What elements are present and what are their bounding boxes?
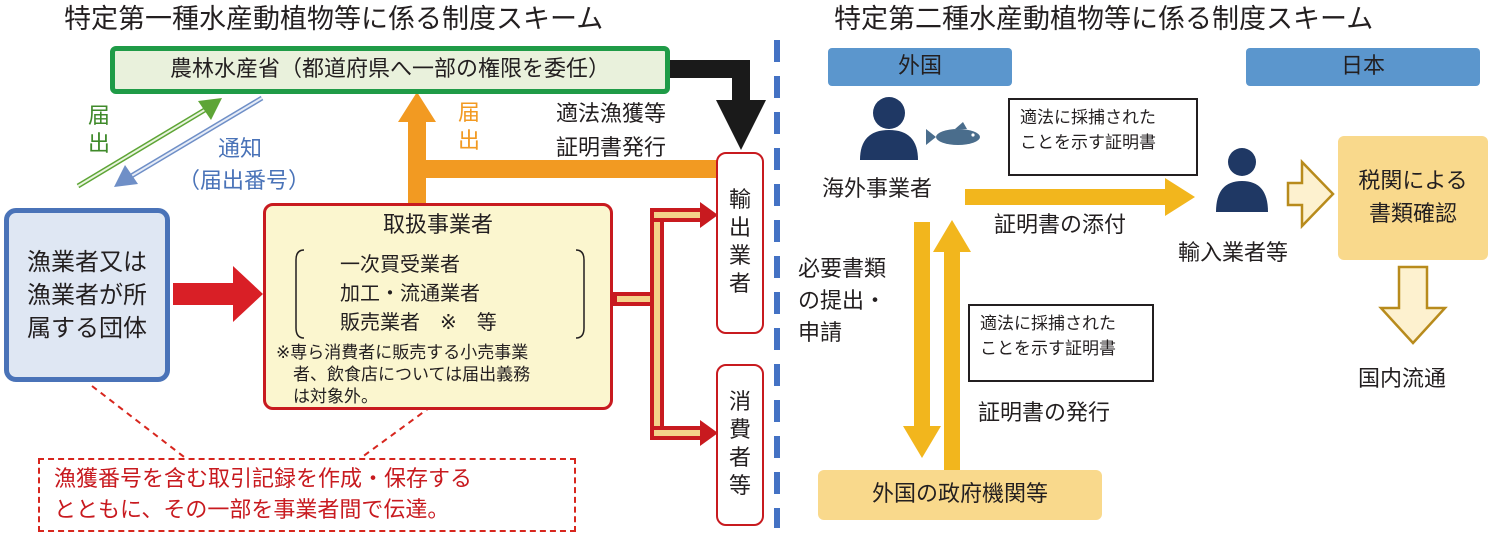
handler-item: 販売業者 ※ 等: [340, 310, 497, 334]
handler-item: 一次買受業者: [340, 252, 460, 276]
dashed-connector-right: [357, 399, 441, 461]
consumer-box: 消費 者等: [716, 364, 764, 526]
notice-sub-label: （届出番号）: [178, 169, 311, 194]
handler-title: 取扱事業者: [382, 213, 493, 238]
fisher-box: 漁業者又は 漁業者が所 属する団体: [4, 208, 170, 382]
orange-report-arrow: [398, 92, 728, 203]
foreign-header: 外国: [828, 48, 1012, 86]
legal-catch-label: 適法漁獲等 証明書発行: [556, 102, 667, 161]
japan-header: 日本: [1246, 48, 1480, 86]
ministry-box: 農林水産省（都道府県へ一部の権限を委任）: [110, 46, 670, 94]
blue-notice-arrow: [114, 95, 264, 187]
fish-icon: [926, 122, 980, 145]
exporter-box: 輸出 業者: [716, 152, 764, 334]
submit-label: 必要書類 の提出・ 申請: [798, 257, 887, 346]
handler-list: 一次買受業者 加工・流通業者 販売業者 ※ 等: [340, 250, 497, 337]
orange-report-label: 届出: [457, 101, 480, 154]
importer-label: 輸入業者等: [1178, 241, 1289, 266]
customs-box: 税関による 書類確認: [1338, 136, 1488, 260]
notice-label: 通知: [218, 137, 263, 162]
right-title: 特定第二種水産動植物等に係る制度スキーム: [834, 4, 1374, 35]
attach-label: 証明書の添付: [994, 213, 1127, 238]
foreign-gov-box: 外国の政府機関等: [818, 470, 1102, 520]
red-branch-arrows: [613, 202, 718, 446]
handler-brackets: [295, 249, 585, 339]
red-supply-arrow: [173, 266, 263, 322]
domestic-hollow-arrow: [1378, 265, 1448, 345]
issue-label: 証明書の発行: [978, 401, 1111, 426]
handler-box: 取扱事業者 一次買受業者 加工・流通業者 販売業者 ※ 等 ※専ら消費者に販売す…: [263, 203, 613, 410]
domestic-label: 国内流通: [1358, 367, 1447, 392]
certificate-callout-top: 適法に採捕された ことを示す証明書: [1008, 98, 1198, 176]
importer-person-icon: [1216, 148, 1268, 212]
overseas-operator-label: 海外事業者: [822, 177, 933, 202]
record-note-box: 漁獲番号を含む取引記録を作成・保存する とともに、その一部を事業者間で伝達。: [38, 458, 576, 532]
handler-item: 加工・流通業者: [340, 281, 480, 305]
submit-arrow-down: [903, 222, 941, 458]
ministry-label: 農林水産省（都道府県へ一部の権限を委任）: [169, 57, 610, 82]
black-arrow: [668, 60, 766, 150]
handler-note: ※専ら消費者に販売する小売事業 者、飲食店については届出義務 は対象外。: [276, 343, 531, 407]
left-title: 特定第一種水産動植物等に係る制度スキーム: [64, 4, 604, 35]
customs-hollow-arrow: [1286, 158, 1335, 230]
attach-arrow: [965, 178, 1195, 216]
dashed-connector-left: [91, 385, 189, 461]
overseas-operator-person-icon: [860, 97, 918, 160]
issue-arrow-up: [933, 220, 971, 478]
notify-up-label: 届出: [87, 104, 110, 157]
green-report-arrow: [76, 98, 222, 189]
certificate-callout-mid: 適法に採捕された ことを示す証明書: [968, 304, 1154, 382]
